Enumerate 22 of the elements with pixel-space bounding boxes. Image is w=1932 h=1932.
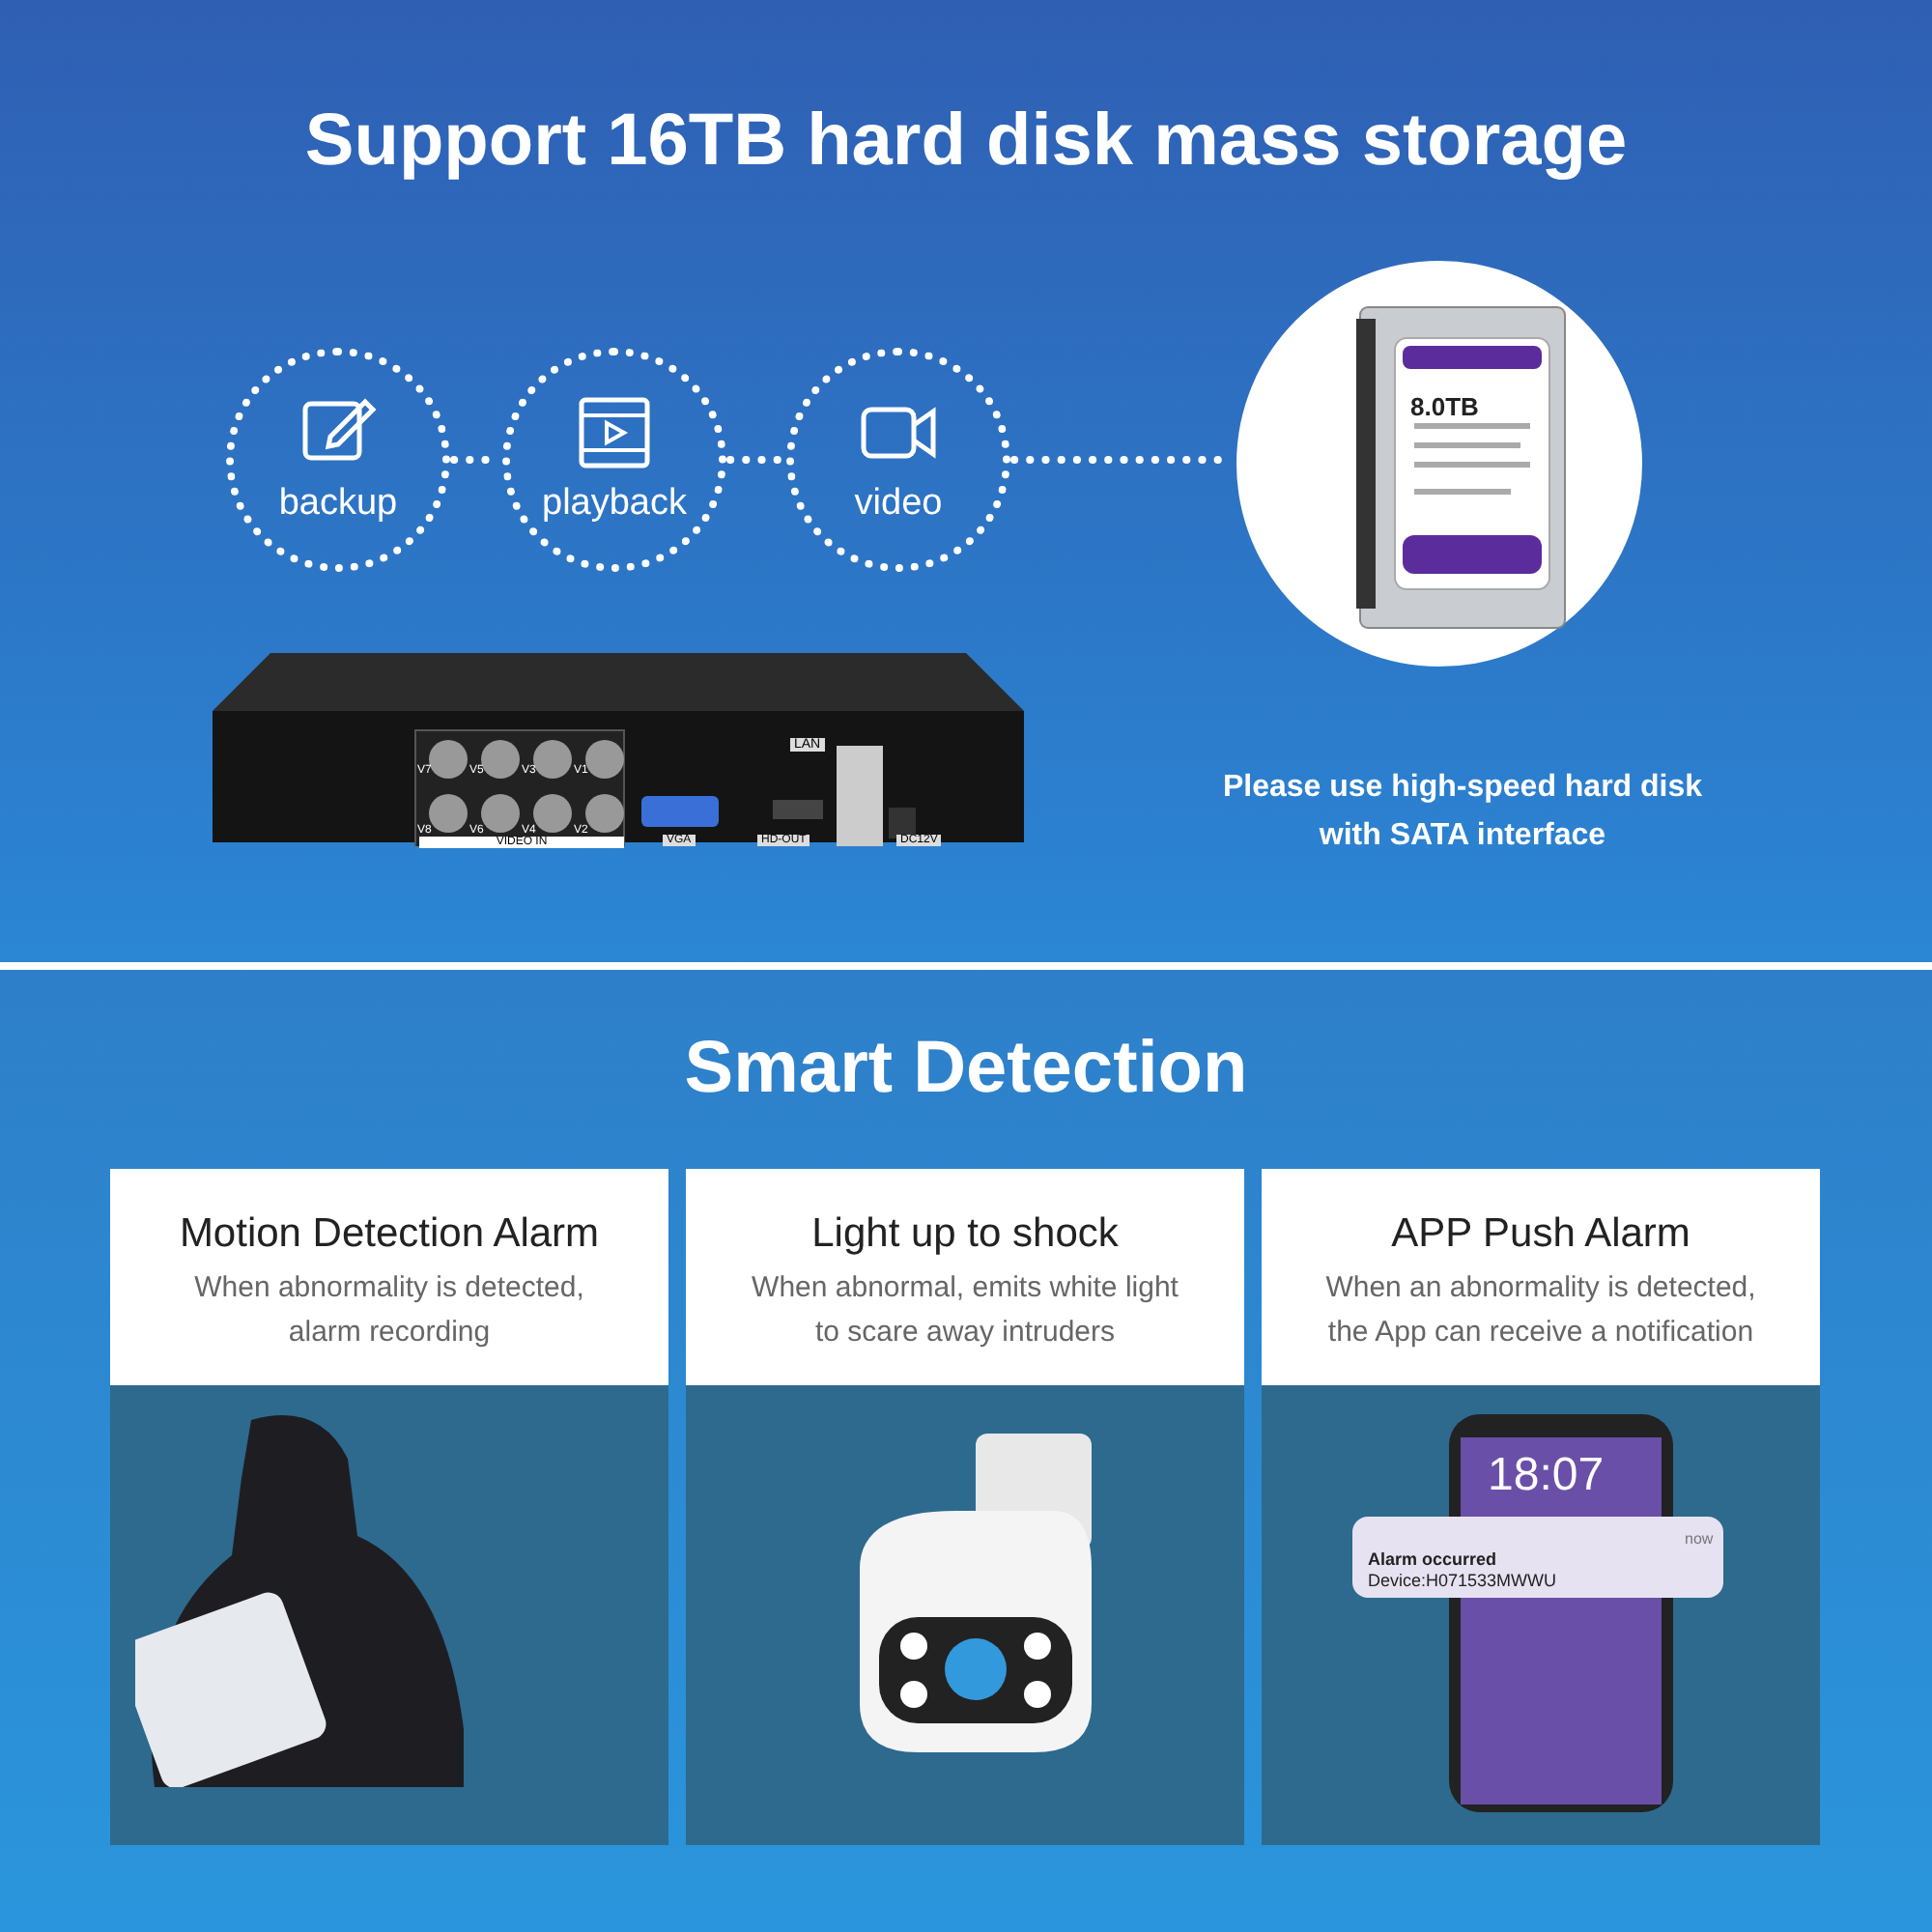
- node-label: video: [854, 483, 943, 526]
- card-description: When abnormal, emits white light to scare away intruders: [750, 1269, 1180, 1352]
- note-text: Please use high-speed hard disk with SATA interface: [1220, 769, 1705, 856]
- section-heading: Smart Detection: [682, 1028, 1250, 1111]
- dotted-circle: [502, 348, 726, 572]
- notification-title: Alarm occurred: [1368, 1549, 1497, 1569]
- title: Support 16TB hard disk mass storage: [302, 100, 1630, 184]
- node-label: playback: [542, 483, 687, 526]
- card-heading: Motion Detection Alarm: [177, 1209, 602, 1260]
- card-heading: APP Push Alarm: [1389, 1209, 1692, 1260]
- time-text: now: [1685, 1530, 1714, 1548]
- card-description: When an abnormality is detected, the App can receive a notification: [1323, 1269, 1758, 1352]
- dotted-connector: [726, 456, 786, 464]
- notification-text: Device:H071533MWWU: [1368, 1571, 1557, 1590]
- node-label: backup: [278, 483, 398, 526]
- capacity-label: 8.0TB: [1410, 392, 1479, 421]
- feature-card: [686, 1169, 1244, 1845]
- dotted-circle: [226, 348, 450, 572]
- card-description: When abnormality is detected, alarm recording: [192, 1269, 586, 1352]
- card-heading: Light up to shock: [810, 1209, 1121, 1260]
- clock-text: 18:07: [1488, 1449, 1605, 1503]
- dotted-circle: [786, 348, 1010, 572]
